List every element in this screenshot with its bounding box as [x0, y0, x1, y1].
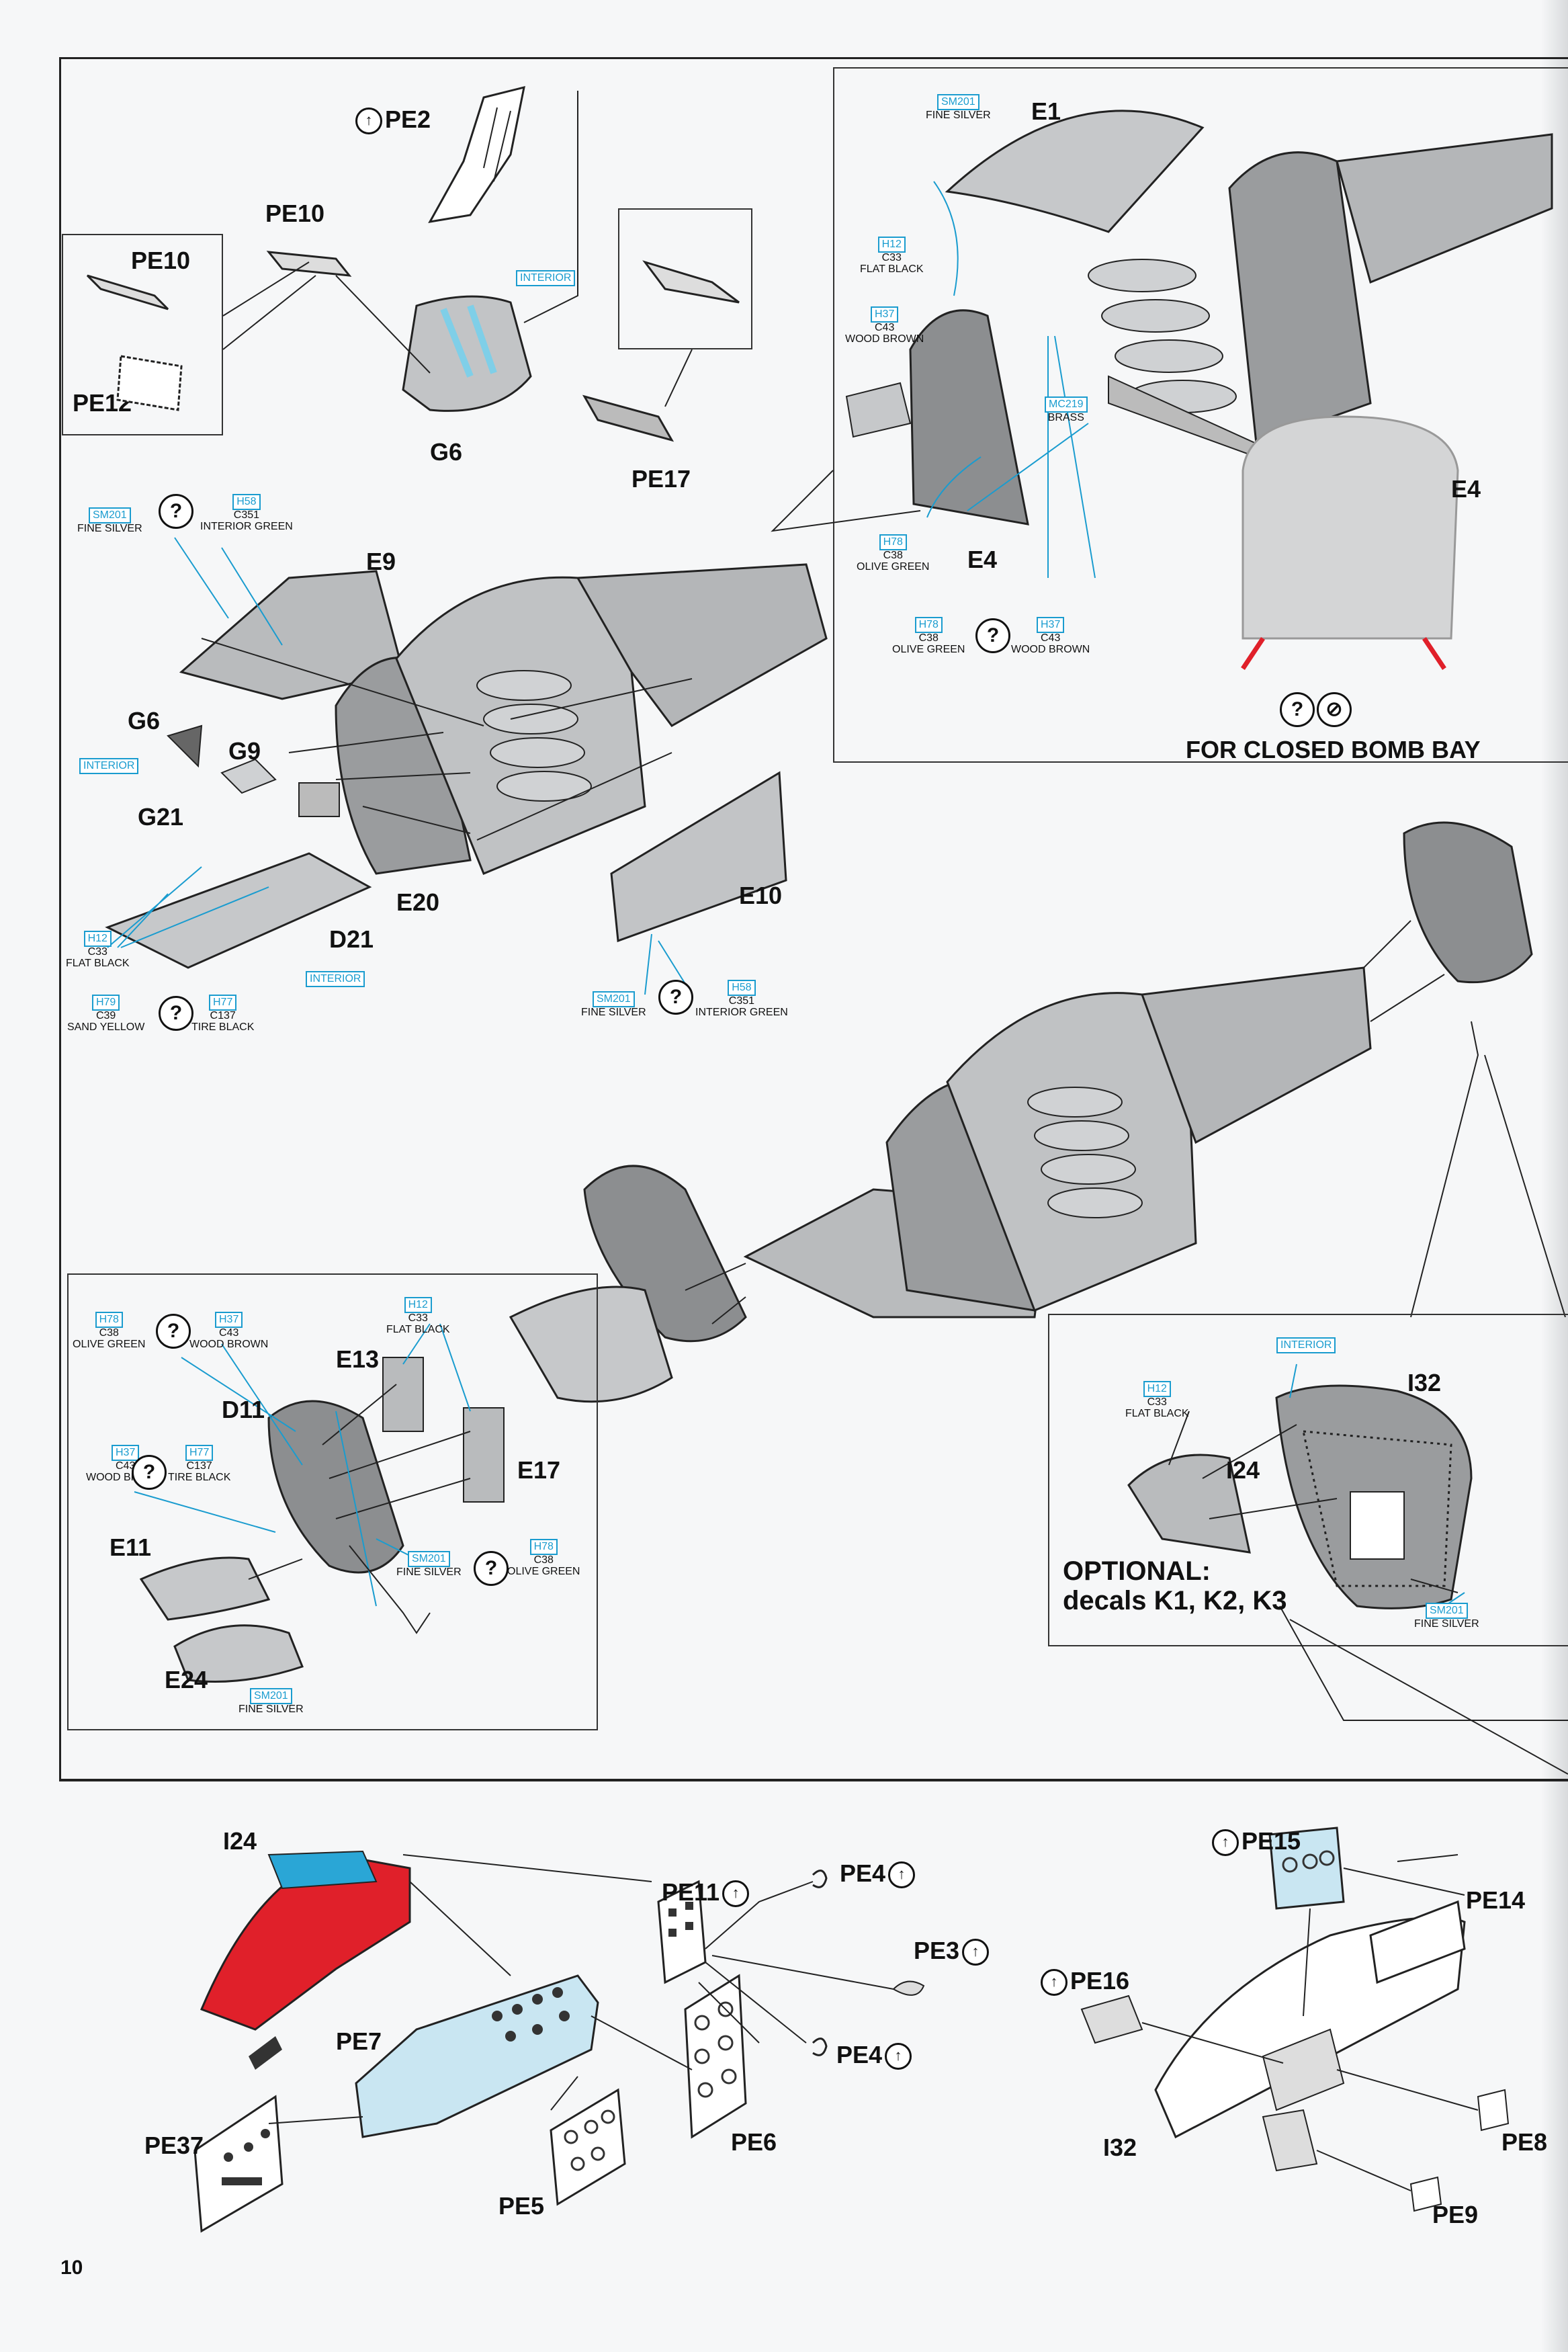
e13-label: E13: [336, 1345, 380, 1373]
flip-arrow-icon: ↑: [1041, 1969, 1068, 1997]
pe9-label: PE9: [1432, 2201, 1479, 2228]
pe3-label: PE3↑: [914, 1939, 992, 1966]
closed-bomb-bay-caption: FOR CLOSED BOMB BAY: [1186, 736, 1481, 763]
mix-paint-icon-s2b: ?: [132, 1455, 167, 1490]
mix-paint-icon-closed: ?: [1280, 692, 1315, 727]
pe10-label: PE10: [265, 200, 325, 227]
pe10-detail-box: [62, 234, 223, 435]
page-number: 10: [60, 2257, 83, 2279]
e24-label: E24: [165, 1666, 208, 1693]
mix-paint-icon: ?: [159, 494, 193, 529]
pe2-label: ↑PE2: [353, 108, 431, 135]
e10-label: E10: [739, 882, 783, 909]
flip-arrow-icon: ↑: [722, 1880, 750, 1908]
pe-i32-label: I32: [1103, 2134, 1137, 2161]
interior-tag-g6: INTERIOR: [79, 758, 139, 774]
e4-label: E4: [967, 546, 998, 573]
g21-label: G21: [138, 803, 184, 831]
flip-arrow-icon: ↑: [962, 1939, 990, 1966]
e1-label: E1: [1031, 97, 1061, 125]
page-edge: [1541, 0, 1568, 2352]
pe-i24-label: I24: [223, 1827, 257, 1855]
e11-label: E11: [110, 1534, 152, 1561]
section-divider: [59, 1779, 1568, 1781]
panel-inset: [1048, 1314, 1568, 1646]
pe14-label: PE14: [1466, 1886, 1526, 1914]
pe4-bottom-label: PE4↑: [836, 2043, 914, 2070]
pe37-label: PE37: [144, 2132, 204, 2159]
pe7-label: PE7: [336, 2027, 382, 2055]
no-paint-icon: ⊘: [1317, 692, 1352, 727]
pe4-top-label: PE4↑: [840, 1861, 918, 1889]
decals-label: decals K1, K2, K3: [1063, 1586, 1287, 1615]
g6-seat-label: G6: [430, 438, 463, 466]
e4-closed-label: E4: [1451, 475, 1481, 503]
interior-tag: INTERIOR: [516, 270, 576, 286]
flip-arrow-icon: ↑: [1212, 1829, 1239, 1857]
pe5-label: PE5: [498, 2192, 545, 2220]
mix-paint-icon-s2c: ?: [474, 1551, 509, 1586]
pe8-label: PE8: [1501, 2128, 1548, 2156]
flip-arrow-icon: ↑: [355, 108, 382, 135]
e17-label: E17: [517, 1456, 561, 1484]
d11-label: D11: [222, 1396, 265, 1423]
e20-label: E20: [396, 888, 440, 916]
e9-label: E9: [366, 548, 396, 575]
interior-tag-d21: INTERIOR: [306, 971, 365, 987]
i32-label: I32: [1407, 1369, 1442, 1396]
optional-label: OPTIONAL:: [1063, 1556, 1211, 1586]
pe16-label: ↑PE16: [1038, 1969, 1129, 1997]
pe17-label: PE17: [631, 465, 691, 493]
pe15-label: ↑PE15: [1209, 1829, 1301, 1857]
mix-paint-icon-bb: ?: [975, 618, 1010, 653]
flip-arrow-icon: ↑: [888, 1861, 916, 1889]
g9-label: G9: [228, 737, 261, 765]
i24-label: I24: [1226, 1456, 1260, 1484]
s3-interior-tag: INTERIOR: [1276, 1337, 1336, 1353]
mix-paint-icon-s2: ?: [156, 1314, 191, 1349]
d21-label: D21: [329, 925, 374, 953]
flip-arrow-icon: ↑: [885, 2043, 912, 2070]
pe10-detail-label: PE10: [131, 247, 191, 274]
bomb-bay-inset: [833, 67, 1568, 763]
pe6-label: PE6: [731, 2128, 777, 2156]
pe17-detail-box: [618, 208, 752, 349]
mix-paint-icon-2: ?: [159, 996, 193, 1031]
pe11-label: PE11↑: [662, 1880, 752, 1908]
g6-label: G6: [128, 707, 161, 734]
mix-paint-icon-3: ?: [658, 980, 693, 1015]
bulkhead-inset: [67, 1273, 598, 1730]
